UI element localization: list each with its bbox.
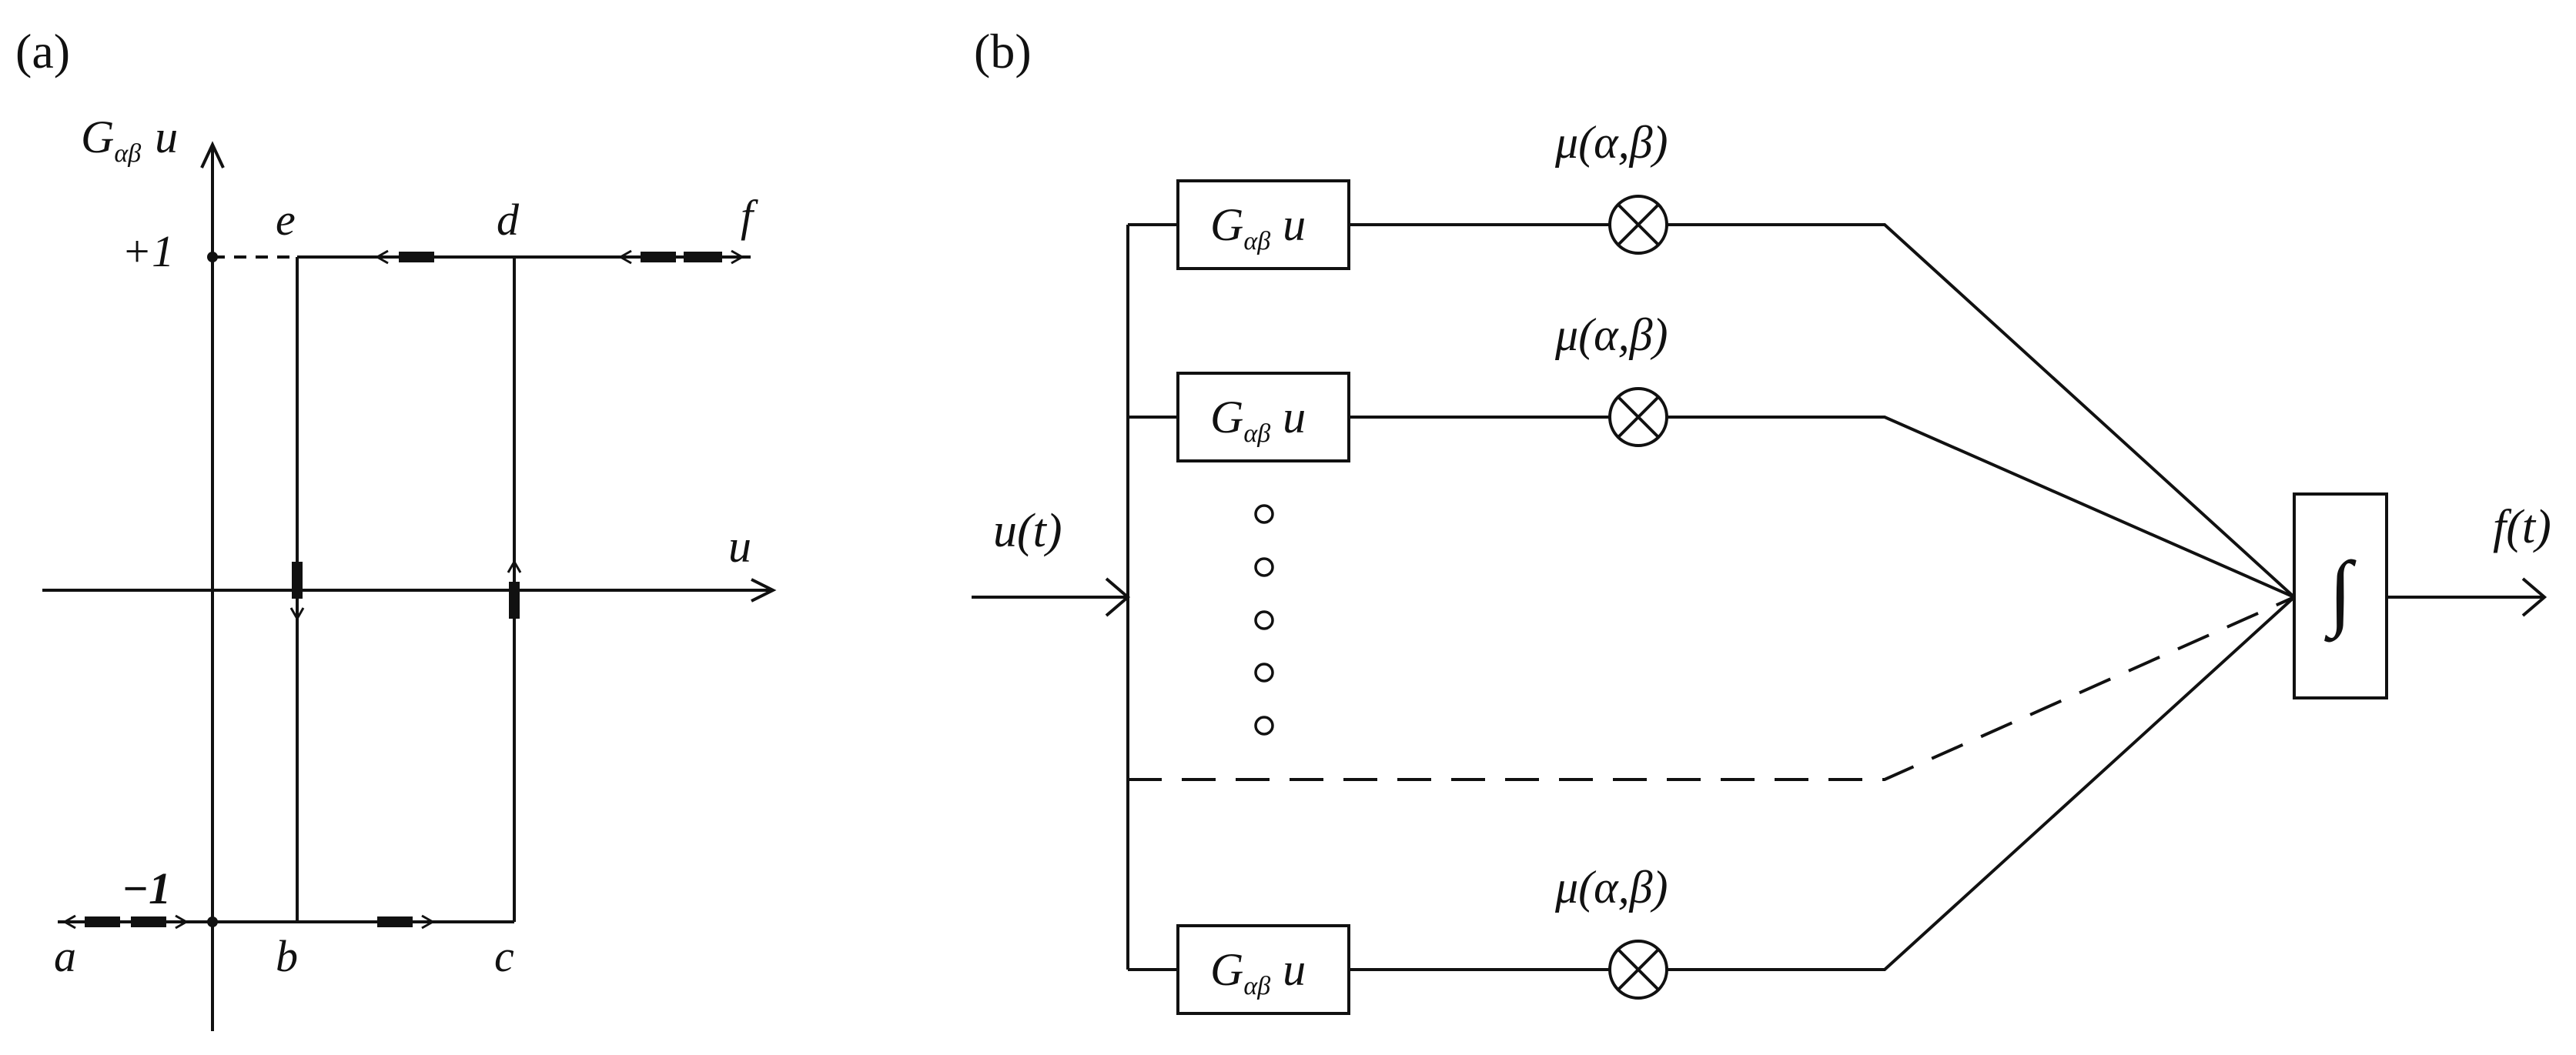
arrow-upper-left-d (374, 249, 434, 265)
operator-box (1176, 179, 1350, 270)
point-b-label: b (276, 931, 298, 981)
panel-a-label: (a) (15, 24, 70, 78)
point-d-label: d (497, 195, 520, 245)
integrator-box (2293, 492, 2388, 699)
arrow-lower-right-bc (377, 914, 436, 930)
arrow-upper-right-f (684, 249, 745, 265)
operator-box (1176, 924, 1350, 1015)
weight-label: μ(α,β) (1554, 117, 1668, 168)
arrow-lower-left-a (62, 914, 120, 930)
output-arrowhead (2521, 577, 2548, 617)
weight-label: μ(α,β) (1554, 862, 1668, 913)
dashed-branch (1128, 596, 2295, 781)
arrow-upper-left-f (617, 249, 676, 265)
input-label: u(t) (993, 505, 1062, 557)
weight-label: μ(α,β) (1554, 309, 1668, 360)
y-axis-arrowhead (200, 141, 225, 169)
arrow-lower-right-a (131, 914, 189, 930)
integral-icon: ∫ (2324, 544, 2357, 643)
arrow-up-switch (507, 559, 522, 619)
multiplier-icon (1608, 387, 1668, 447)
minus-one-label: −1 (122, 863, 171, 913)
multiplier-icon (1608, 195, 1668, 255)
x-axis-arrowhead (751, 578, 777, 603)
point-c-label: c (494, 931, 514, 981)
plus-one-label: +1 (122, 226, 174, 276)
point-f-label: f (741, 191, 758, 241)
arrow-down-switch (289, 562, 305, 622)
x-axis-label: u (728, 521, 751, 572)
panel-b-label: (b) (974, 24, 1032, 78)
output-label: f(t) (2493, 501, 2551, 553)
multiplier-icon (1608, 940, 1668, 1000)
point-a-label: a (54, 931, 76, 981)
operator-box (1176, 372, 1350, 462)
point-e-label: e (276, 195, 296, 245)
ellipsis-dots (1254, 504, 1274, 736)
